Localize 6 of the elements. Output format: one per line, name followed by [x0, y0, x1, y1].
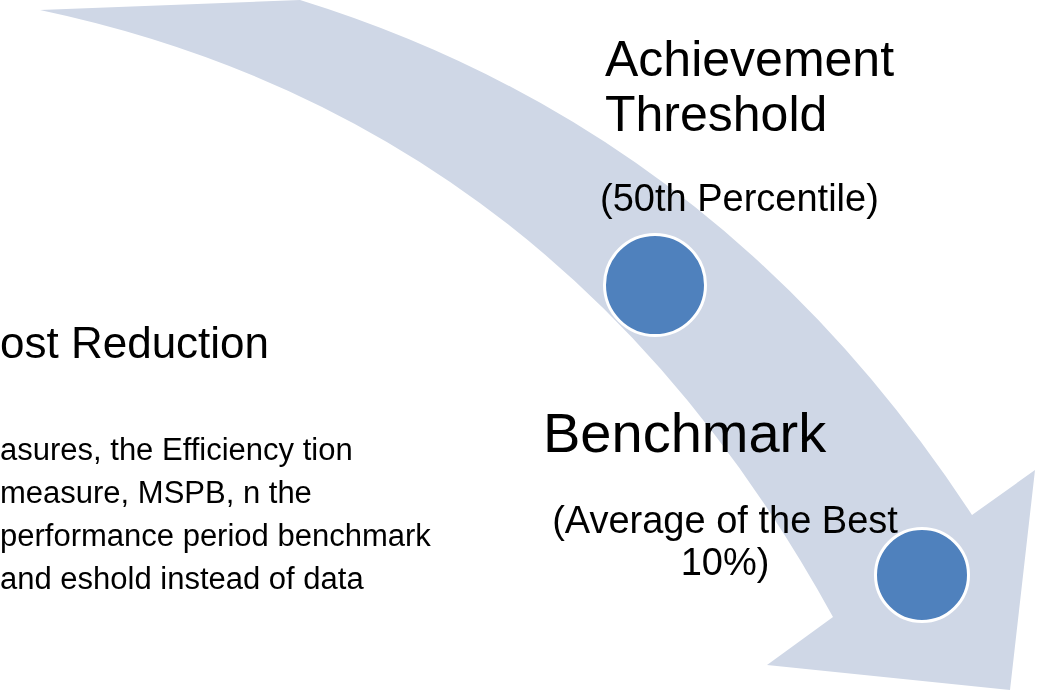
benchmark-note: (Average of the Best 10%): [551, 500, 899, 584]
percentile-note: (50th Percentile): [600, 178, 880, 220]
heading-text: ost Reduction: [0, 318, 270, 368]
threshold-label: Achievement Threshold: [605, 32, 896, 142]
benchmark-label: Benchmark: [543, 402, 828, 464]
body-text: asures, the Efficiency tion measure, MSPB, n the performance period benchmark and eshold instead of data: [0, 431, 432, 598]
